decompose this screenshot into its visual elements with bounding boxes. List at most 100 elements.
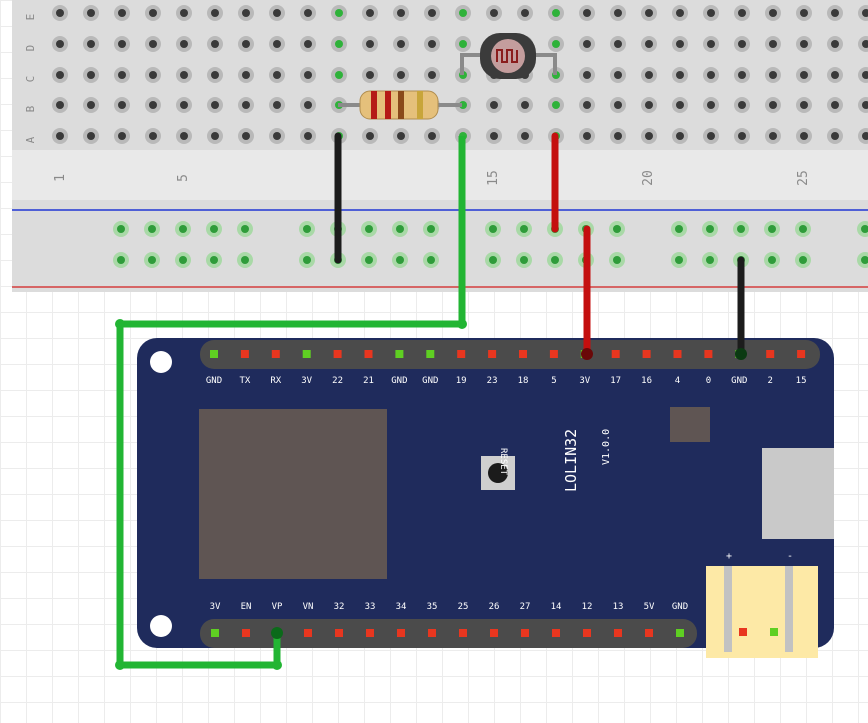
breadboard-hole-center xyxy=(335,40,343,48)
breadboard-hole-center xyxy=(366,132,374,140)
reset-button-cap[interactable] xyxy=(488,463,508,483)
breadboard-hole-center xyxy=(769,101,777,109)
rail-hole-center xyxy=(768,225,776,233)
breadboard-hole-center xyxy=(304,132,312,140)
header-pin xyxy=(704,350,713,358)
rail-hole-center xyxy=(520,225,528,233)
breadboard-trench xyxy=(12,150,868,200)
row-letter: D xyxy=(24,45,37,52)
breadboard-hole-center xyxy=(552,40,560,48)
reset-label: RESET xyxy=(498,448,508,476)
pin-label: 26 xyxy=(489,602,500,612)
header-pin xyxy=(242,629,250,637)
pin-label: GND xyxy=(731,376,747,386)
header-pin xyxy=(457,350,466,358)
breadboard-hole-center xyxy=(273,71,281,79)
breadboard-hole-center xyxy=(862,132,868,140)
battery-pin-green xyxy=(770,628,778,636)
battery-connector xyxy=(706,566,818,658)
pin-label: GND xyxy=(422,376,438,386)
breadboard-hole-center xyxy=(304,101,312,109)
breadboard-hole-center xyxy=(397,40,405,48)
rail-hole-center xyxy=(675,225,683,233)
header-pin xyxy=(797,350,806,358)
breadboard-hole-center xyxy=(335,71,343,79)
breadboard-hole-center xyxy=(149,9,157,17)
pin-label: GND xyxy=(672,602,688,612)
breadboard-hole-center xyxy=(769,71,777,79)
breadboard-hole-center xyxy=(862,9,868,17)
breadboard-hole-center xyxy=(118,101,126,109)
breadboard-hole-center xyxy=(180,9,188,17)
rail-hole-center xyxy=(706,256,714,264)
breadboard-hole-center xyxy=(242,9,250,17)
pin-label: 22 xyxy=(332,376,343,386)
breadboard-hole-center xyxy=(87,132,95,140)
breadboard-hole-center xyxy=(180,132,188,140)
breadboard-hole-center xyxy=(56,40,64,48)
breadboard-hole-center xyxy=(397,71,405,79)
pin-label: TX xyxy=(239,376,250,386)
rail-hole-center xyxy=(396,225,404,233)
battery-minus-label: - xyxy=(787,551,793,562)
column-number: 20 xyxy=(641,170,656,186)
breadboard-hole-center xyxy=(676,9,684,17)
header-pin xyxy=(611,350,620,358)
rail-hole-center xyxy=(799,225,807,233)
breadboard-hole-center xyxy=(676,71,684,79)
battery-pin-red xyxy=(739,628,747,636)
breadboard-hole-center xyxy=(800,101,808,109)
pin-label: 27 xyxy=(520,602,531,612)
rail-hole-center xyxy=(117,256,125,264)
board-version: V1.0.0 xyxy=(601,429,612,465)
header-pin xyxy=(673,350,682,358)
rail-hole-center xyxy=(675,256,683,264)
wire-end-cap xyxy=(581,348,593,360)
rail-hole-center xyxy=(148,225,156,233)
header-pin xyxy=(426,350,435,358)
rail-hole-center xyxy=(489,225,497,233)
header-pin xyxy=(428,629,436,637)
rail-hole-center xyxy=(117,225,125,233)
row-letter: C xyxy=(24,76,37,83)
header-pin xyxy=(521,629,529,637)
breadboard-hole-center xyxy=(459,9,467,17)
row-letter: B xyxy=(24,105,37,112)
header-pin xyxy=(490,629,498,637)
header-pin xyxy=(645,629,653,637)
pin-label: 3V xyxy=(210,602,221,612)
breadboard-hole-center xyxy=(273,9,281,17)
wire-green xyxy=(116,136,466,669)
rail-hole-center xyxy=(396,256,404,264)
breadboard-hole-center xyxy=(242,40,250,48)
breadboard-hole-center xyxy=(583,71,591,79)
breadboard-hole-center xyxy=(397,132,405,140)
pin-label: 4 xyxy=(675,376,680,386)
pin-label: 5 xyxy=(551,376,556,386)
rail-hole-center xyxy=(706,225,714,233)
pin-label: 17 xyxy=(610,376,621,386)
breadboard-hole-center xyxy=(273,101,281,109)
breadboard-hole-center xyxy=(769,9,777,17)
breadboard-hole-center xyxy=(769,132,777,140)
breadboard-hole-center xyxy=(800,40,808,48)
breadboard-hole-center xyxy=(521,101,529,109)
rail-hole-center xyxy=(427,256,435,264)
pin-label: 21 xyxy=(363,376,374,386)
breadboard-hole-center xyxy=(335,9,343,17)
breadboard-hole-center xyxy=(428,40,436,48)
breadboard-hole-center xyxy=(428,132,436,140)
breadboard-hole-center xyxy=(242,101,250,109)
pin-label: RX xyxy=(270,376,281,386)
rail-hole-center xyxy=(489,256,497,264)
breadboard-hole-center xyxy=(800,71,808,79)
breadboard-hole-center xyxy=(459,40,467,48)
rail-hole-center xyxy=(179,256,187,264)
breadboard-hole-center xyxy=(800,9,808,17)
breadboard-hole-center xyxy=(397,9,405,17)
pin-label: 13 xyxy=(613,602,624,612)
